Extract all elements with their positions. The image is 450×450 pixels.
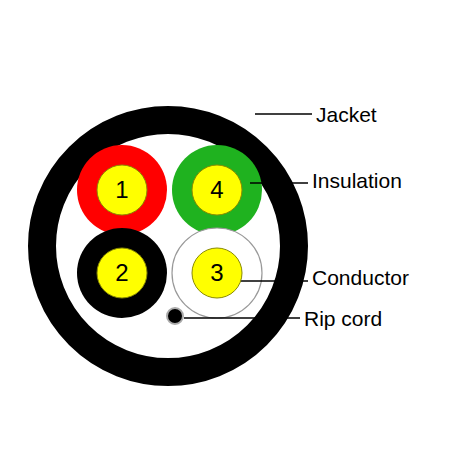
insulation-white [172,228,262,318]
leader-line [232,280,308,281]
conductor: 4 [191,164,243,216]
part-label: Jacket [316,104,377,125]
leader-line [250,182,308,183]
callout-number: 4 [210,178,223,202]
callout-number: 2 [115,261,128,285]
part-label: Insulation [312,170,402,191]
callout-number: 3 [210,261,223,285]
jacket [42,120,294,372]
conductor: 1 [96,164,148,216]
insulation-red [77,145,167,235]
conductor: 2 [96,247,148,299]
leader-line [255,113,312,114]
leader-line [184,317,300,318]
part-label: Conductor [312,267,409,288]
callout-number: 1 [115,178,128,202]
part-label: Rip cord [304,308,382,329]
insulation-black [77,228,167,318]
insulation-green [172,145,262,235]
conductor: 3 [191,247,243,299]
rip-cord [167,308,183,324]
